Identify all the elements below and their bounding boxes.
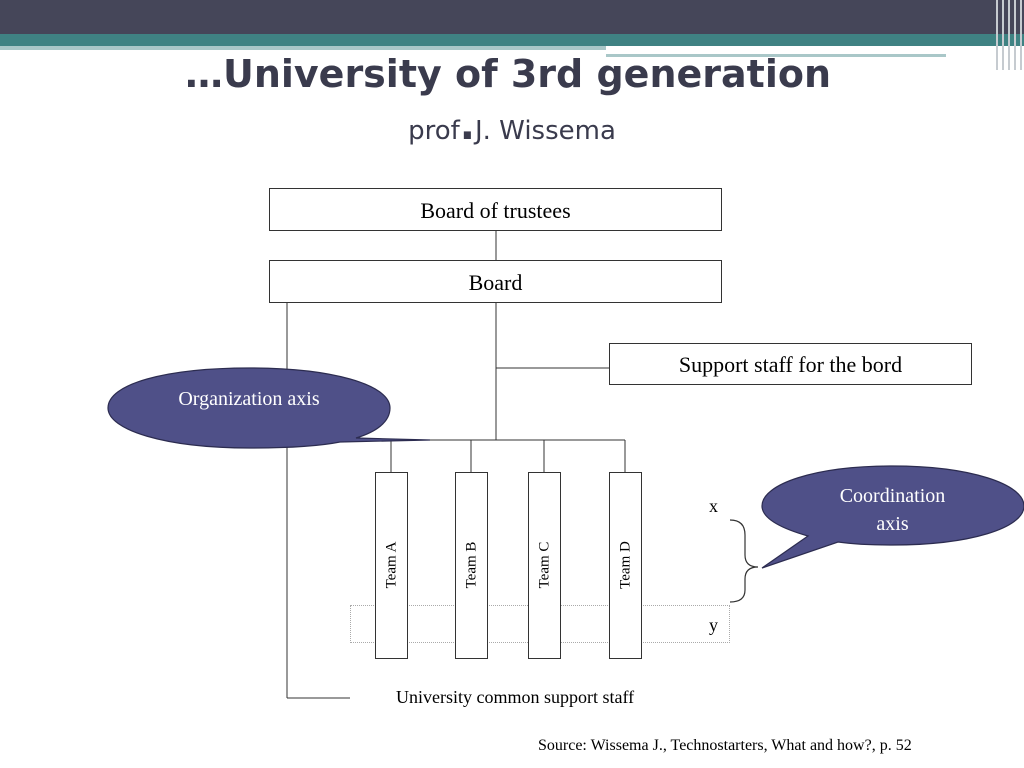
slide-title: …University of 3rd generation [184, 52, 832, 96]
coordination-axis-text: Coordination axis [780, 482, 1005, 538]
header-bar-dark [0, 0, 1024, 34]
axis-x-label: x [709, 496, 718, 516]
header-stripes [994, 0, 1024, 70]
source-citation: Source: Wissema J., Technostarters, What… [538, 737, 912, 754]
team-b-box: Team B [455, 472, 488, 659]
team-a-box: Team A [375, 472, 408, 659]
slide-subtitle: prof.J. Wissema [0, 106, 1024, 146]
header-bar-light [0, 46, 606, 50]
team-b-label: Team B [463, 541, 479, 589]
board-box: Board [269, 260, 722, 303]
team-a-label: Team A [383, 541, 399, 589]
team-c-box: Team C [528, 472, 561, 659]
header-bar-teal [0, 34, 1024, 46]
curly-brace [729, 519, 759, 603]
header-accent-line [606, 54, 946, 57]
subtitle-prefix: prof [408, 116, 460, 146]
board-of-trustees-label: Board of trustees [420, 198, 571, 223]
organization-axis-label: Organization axis [178, 388, 320, 410]
team-d-box: Team D [609, 472, 642, 659]
support-staff-board-label: Support staff for the bord [678, 352, 903, 377]
board-label: Board [468, 270, 523, 295]
organization-axis-callout [107, 367, 431, 449]
team-d-label: Team D [617, 541, 633, 589]
common-support-label: University common support staff [396, 687, 635, 707]
subtitle-name: J. Wissema [474, 116, 616, 146]
axis-y-label: y [709, 615, 718, 635]
coordination-axis-line2: axis [876, 513, 909, 535]
organization-axis-text: Organization axis [118, 385, 380, 413]
subtitle-dot: . [459, 103, 475, 149]
team-c-label: Team C [536, 541, 552, 589]
coordination-axis-callout [761, 465, 1024, 569]
support-staff-board-box: Support staff for the bord [609, 343, 972, 385]
coordination-axis-line1: Coordination [839, 485, 946, 507]
board-of-trustees-box: Board of trustees [269, 188, 722, 231]
